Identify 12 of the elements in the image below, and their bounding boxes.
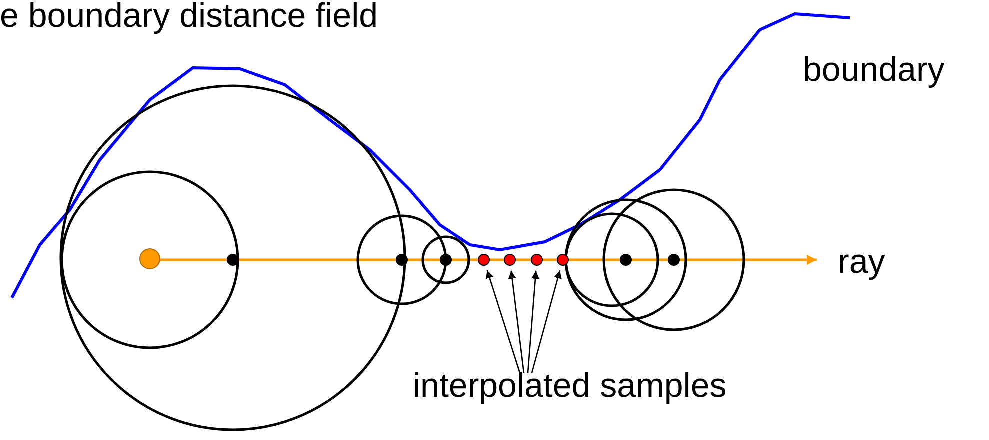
leader-line [486,270,521,374]
leader-line [531,270,562,374]
sample-dot [504,254,516,266]
leader-line [527,270,540,374]
curve-label: boundary [803,50,945,90]
callout-label: interpolated samples [413,366,727,406]
sample-dot [478,254,490,266]
leader-line [508,270,525,374]
sample-dot [557,254,569,266]
ray-label: ray [838,242,886,282]
title: e boundary distance field [0,0,378,36]
sample-dot [531,254,543,266]
